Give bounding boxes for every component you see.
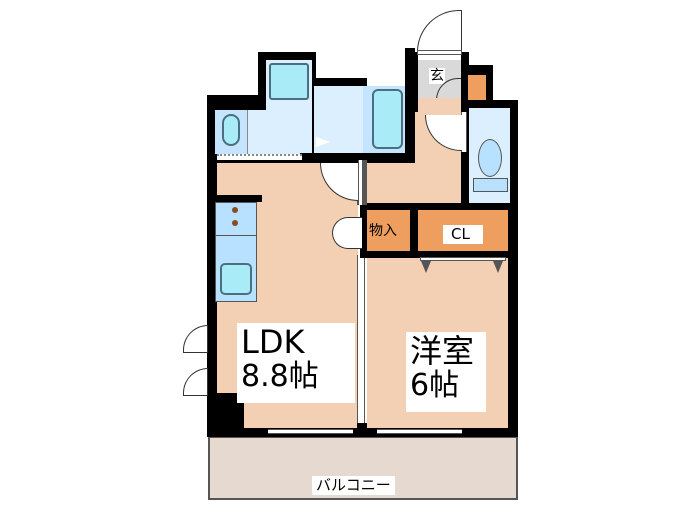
balcony-label: バルコニー: [312, 476, 395, 495]
bathtub-icon: [372, 89, 403, 149]
closet-door-marker-left: [421, 261, 431, 273]
storage-mono-ire[interactable]: [367, 210, 410, 251]
storage-door-swing[interactable]: [332, 217, 362, 249]
toilet-tank-icon: [473, 178, 508, 192]
western-window[interactable]: [377, 429, 462, 434]
wall-entrance-left: [410, 52, 418, 112]
kitchen-sink-icon: [220, 263, 252, 295]
wall-bath-bottom: [300, 153, 415, 163]
wash-basin-icon: [222, 114, 240, 146]
wall-outer-left: [207, 95, 217, 435]
stove-burner-2-icon: [232, 220, 238, 226]
entrance-label: 玄: [429, 68, 445, 84]
washing-machine-icon: [269, 63, 309, 100]
stove-divider: [215, 235, 257, 236]
ldk-side-door-2[interactable]: [183, 368, 208, 396]
wall-outer-bottom: [207, 428, 518, 437]
wall-kitchen-top: [207, 195, 262, 202]
ldk-name: LDK: [241, 323, 305, 361]
ldk-side-door-1[interactable]: [183, 325, 208, 353]
wall-partition-bottom: [357, 423, 367, 431]
toilet-bowl-icon: [478, 139, 502, 177]
front-door-frame: [417, 50, 462, 55]
closet-door-marker-right: [493, 261, 503, 273]
western-room-size: 6帖: [410, 368, 460, 403]
closet-label: CL: [443, 225, 483, 244]
western-room-label: 洋室 6帖: [406, 332, 486, 412]
partition-sliding-door[interactable]: [357, 255, 365, 428]
closet-door[interactable]: [420, 257, 506, 261]
ldk-label: LDK 8.8帖: [237, 323, 355, 403]
western-room-name: 洋室: [410, 332, 475, 370]
storage-label: 物入: [369, 223, 397, 239]
ldk-size: 8.8帖: [241, 359, 319, 394]
shoe-storage: [468, 75, 486, 101]
wall-hall-left: [362, 160, 367, 205]
washroom-door-marker[interactable]: [316, 137, 330, 147]
front-door-swing[interactable]: [417, 10, 462, 52]
stove-burner-1-icon: [232, 207, 238, 213]
ldk-window[interactable]: [268, 429, 353, 434]
wall-outer-right: [508, 100, 518, 435]
washroom-sliding-door[interactable]: [217, 154, 302, 160]
